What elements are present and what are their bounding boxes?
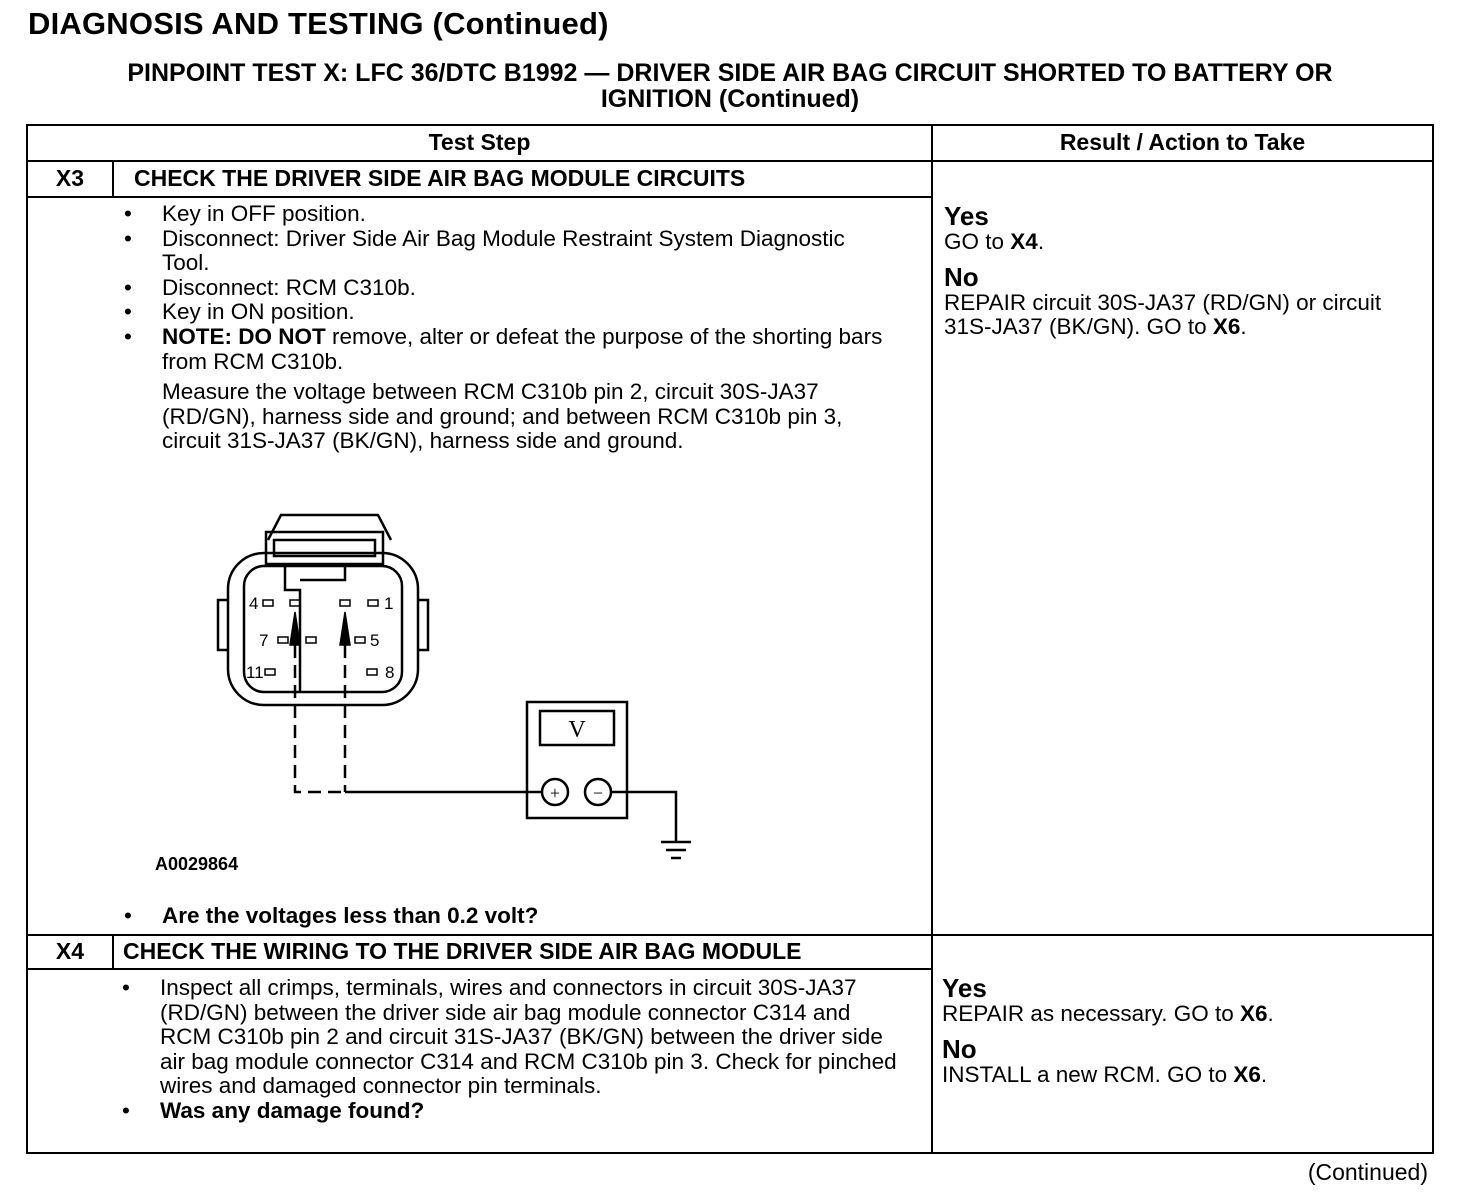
minus-sign: − [593,783,603,803]
step-x3-measure: Measure the voltage between RCM C310b pi… [162,379,843,454]
column-header-result: Result / Action to Take [1059,129,1306,155]
plus-sign: + [550,783,560,803]
list-item: •Was any damage found? [122,1097,425,1123]
list-item: •Key in OFF position. [124,201,366,226]
step-id-x3: X3 [55,165,85,191]
result-no-label: No [944,261,979,292]
continued-label: (Continued) [1307,1159,1428,1185]
pin-label: 7 [259,631,268,650]
connector-inner [242,564,404,694]
result-yes-label: Yes [944,201,989,231]
ground-symbol [661,840,691,860]
pin-label: 5 [370,631,379,650]
page-title: DIAGNOSIS AND TESTING (Continued) [28,6,609,41]
voltmeter-body [525,700,629,820]
list-item: •NOTE: DO NOT remove, alter or defeat th… [124,323,883,374]
step-id-x4: X4 [55,938,85,964]
result-yes-action: REPAIR as necessary. GO to X6. [942,1001,1274,1026]
test-title-line2: IGNITION (Continued) [600,85,860,113]
pin-label: 8 [385,663,394,682]
figure-code: A0029864 [155,854,239,874]
pinpoint-test-table: Test Step Result / Action to Take X3 CHE… [26,124,1434,1154]
result-no-label: No [942,1033,977,1064]
result-no-action: INSTALL a new RCM. GO to X6. [942,1061,1268,1087]
pin-label: 1 [384,594,393,613]
list-item: •Inspect all crimps, terminals, wires an… [122,975,897,1099]
step-title-x4: CHECK THE WIRING TO THE DRIVER SIDE AIR … [123,938,802,964]
list-item: •Key in ON position. [124,299,355,325]
test-lead-pin2 [293,645,345,794]
probe-positive [289,611,301,646]
pin-label: 11 [246,663,264,682]
step-x4-instructions: •Inspect all crimps, terminals, wires an… [122,975,905,1124]
test-title-line1: PINPOINT TEST X: LFC 36/DTC B1992 — DRIV… [127,59,1333,87]
connector-latch [266,513,393,541]
list-item: •Disconnect: RCM C310b. [124,274,416,300]
voltmeter-display [538,709,616,747]
step-title-x3: CHECK THE DRIVER SIDE AIR BAG MODULE CIR… [134,165,746,191]
voltmeter-symbol: V [568,717,586,743]
ground-lead [611,790,678,842]
pin-label: 4 [249,594,258,613]
result-yes-action: GO to X4. [944,229,1045,254]
meter-terminal-plus [540,777,570,807]
step-x3-question: •Are the voltages less than 0.2 volt? [124,903,539,928]
result-x3: Yes GO to X4. No REPAIR circuit 30S-JA37… [944,202,1414,340]
step-x3-instructions: •Key in OFF position. •Disconnect: Drive… [124,201,892,374]
list-item: •Disconnect: Driver Side Air Bag Module … [124,225,845,276]
connector-latch-body [264,530,385,566]
result-x4: Yes REPAIR as necessary. GO to X6. No IN… [942,974,1412,1087]
result-yes-label: Yes [942,973,987,1003]
connector-shell [226,551,420,707]
probe-negative [339,611,351,646]
column-header-test-step: Test Step [428,129,531,155]
result-no-action: REPAIR circuit 30S-JA37 (RD/GN) or circu… [944,289,1382,340]
pinpoint-test-title: PINPOINT TEST X: LFC 36/DTC B1992 — DRIV… [30,60,1430,112]
